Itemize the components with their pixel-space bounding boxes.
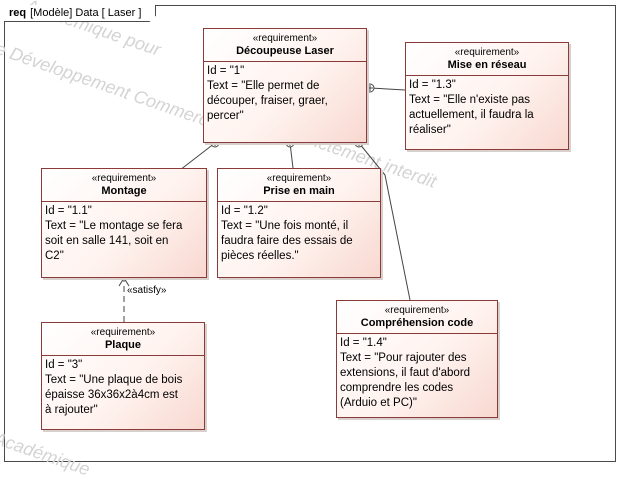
requirement-id: Id = "1.3" xyxy=(409,79,456,91)
requirement-body: Id = "1.2" Text = "Une fois monté, il fa… xyxy=(218,202,380,266)
requirement-decoupeuse-laser[interactable]: «requirement» Découpeuse Laser Id = "1" … xyxy=(203,28,367,143)
requirement-text: Text = "Une plaque de bois xyxy=(45,374,183,386)
requirement-body: Id = "1.3" Text = "Elle n'existe pas act… xyxy=(406,76,568,140)
requirement-body: Id = "1" Text = "Elle permet de découper… xyxy=(204,62,366,126)
frame-title: [Modèle] Data [ Laser ] xyxy=(30,7,142,19)
stereotype-label: «requirement» xyxy=(90,327,156,338)
requirement-body: Id = "3" Text = "Une plaque de bois épai… xyxy=(42,356,204,420)
requirement-text: Text = "Une fois monté, il xyxy=(221,220,349,232)
containment-line-montage xyxy=(179,142,216,171)
requirement-text: C2" xyxy=(45,250,64,262)
requirement-text: (Arduio et PC)" xyxy=(340,397,417,409)
stereotype-label: «requirement» xyxy=(91,173,157,184)
requirement-header: «requirement» Mise en réseau xyxy=(406,43,568,76)
requirement-header: «requirement» Découpeuse Laser xyxy=(204,29,366,62)
stereotype-label: «requirement» xyxy=(266,173,332,184)
requirement-text: Text = "Le montage se fera xyxy=(45,220,183,232)
frame-kind: req xyxy=(9,7,27,19)
requirement-id: Id = "1" xyxy=(207,65,245,77)
requirement-name: Mise en réseau xyxy=(447,59,527,71)
requirement-text: Text = "Elle permet de xyxy=(207,80,320,92)
requirement-name: Plaque xyxy=(104,339,142,351)
containment-line-reseau xyxy=(369,87,406,91)
requirement-id: Id = "3" xyxy=(45,359,83,371)
requirement-text: découper, fraiser, graer, xyxy=(207,95,328,107)
requirement-text: pièces réelles." xyxy=(221,250,299,262)
requirement-header: «requirement» Compréhension code xyxy=(337,301,497,334)
requirement-text: percer" xyxy=(207,110,244,122)
requirement-mise-en-reseau[interactable]: «requirement» Mise en réseau Id = "1.3" … xyxy=(405,42,569,150)
requirement-text: Text = "Elle n'existe pas xyxy=(409,94,531,106)
requirement-id: Id = "1.1" xyxy=(45,205,92,217)
requirement-name: Prise en main xyxy=(263,185,335,197)
requirement-text: réaliser" xyxy=(409,124,451,136)
requirement-text: Text = "Pour rajouter des xyxy=(340,352,467,364)
containment-line-comprehension xyxy=(358,142,411,301)
requirement-header: «requirement» Montage xyxy=(42,169,206,202)
stereotype-label: «requirement» xyxy=(252,33,318,44)
requirement-name: Compréhension code xyxy=(360,317,474,329)
requirement-body: Id = "1.4" Text = "Pour rajouter des ext… xyxy=(337,334,497,413)
requirement-plaque[interactable]: «requirement» Plaque Id = "3" Text = "Un… xyxy=(41,322,205,430)
satisfy-label: «satisfy» xyxy=(127,285,167,296)
stereotype-label: «requirement» xyxy=(384,305,450,316)
requirement-text: actuellement, il faudra la xyxy=(409,109,534,121)
requirement-body: Id = "1.1" Text = "Le montage se fera so… xyxy=(42,202,206,266)
requirement-name: Découpeuse Laser xyxy=(236,45,334,57)
requirement-comprehension-code[interactable]: «requirement» Compréhension code Id = "1… xyxy=(336,300,498,418)
requirement-text: soit en salle 141, soit en xyxy=(45,235,169,247)
satisfy-arrowhead-icon xyxy=(118,277,130,287)
requirement-id: Id = "1.4" xyxy=(340,337,387,349)
requirement-prise-en-main[interactable]: «requirement» Prise en main Id = "1.2" T… xyxy=(217,168,381,278)
requirement-header: «requirement» Prise en main xyxy=(218,169,380,202)
requirement-header: «requirement» Plaque xyxy=(42,323,204,356)
requirement-id: Id = "1.2" xyxy=(221,205,268,217)
requirement-text: épaisse 36x36x2à4cm est xyxy=(45,389,178,401)
requirement-montage[interactable]: «requirement» Montage Id = "1.1" Text = … xyxy=(41,168,207,278)
frame-header-tab: req[Modèle] Data [ Laser ] xyxy=(4,5,156,22)
requirement-text: à rajouter" xyxy=(45,404,98,416)
requirement-text: faudra faire des essais de xyxy=(221,235,353,247)
requirement-name: Montage xyxy=(101,185,147,197)
requirement-text: comprendre les codes xyxy=(340,382,454,394)
stereotype-label: «requirement» xyxy=(454,47,520,58)
requirement-text: extensions, il faut d'abord xyxy=(340,367,471,379)
